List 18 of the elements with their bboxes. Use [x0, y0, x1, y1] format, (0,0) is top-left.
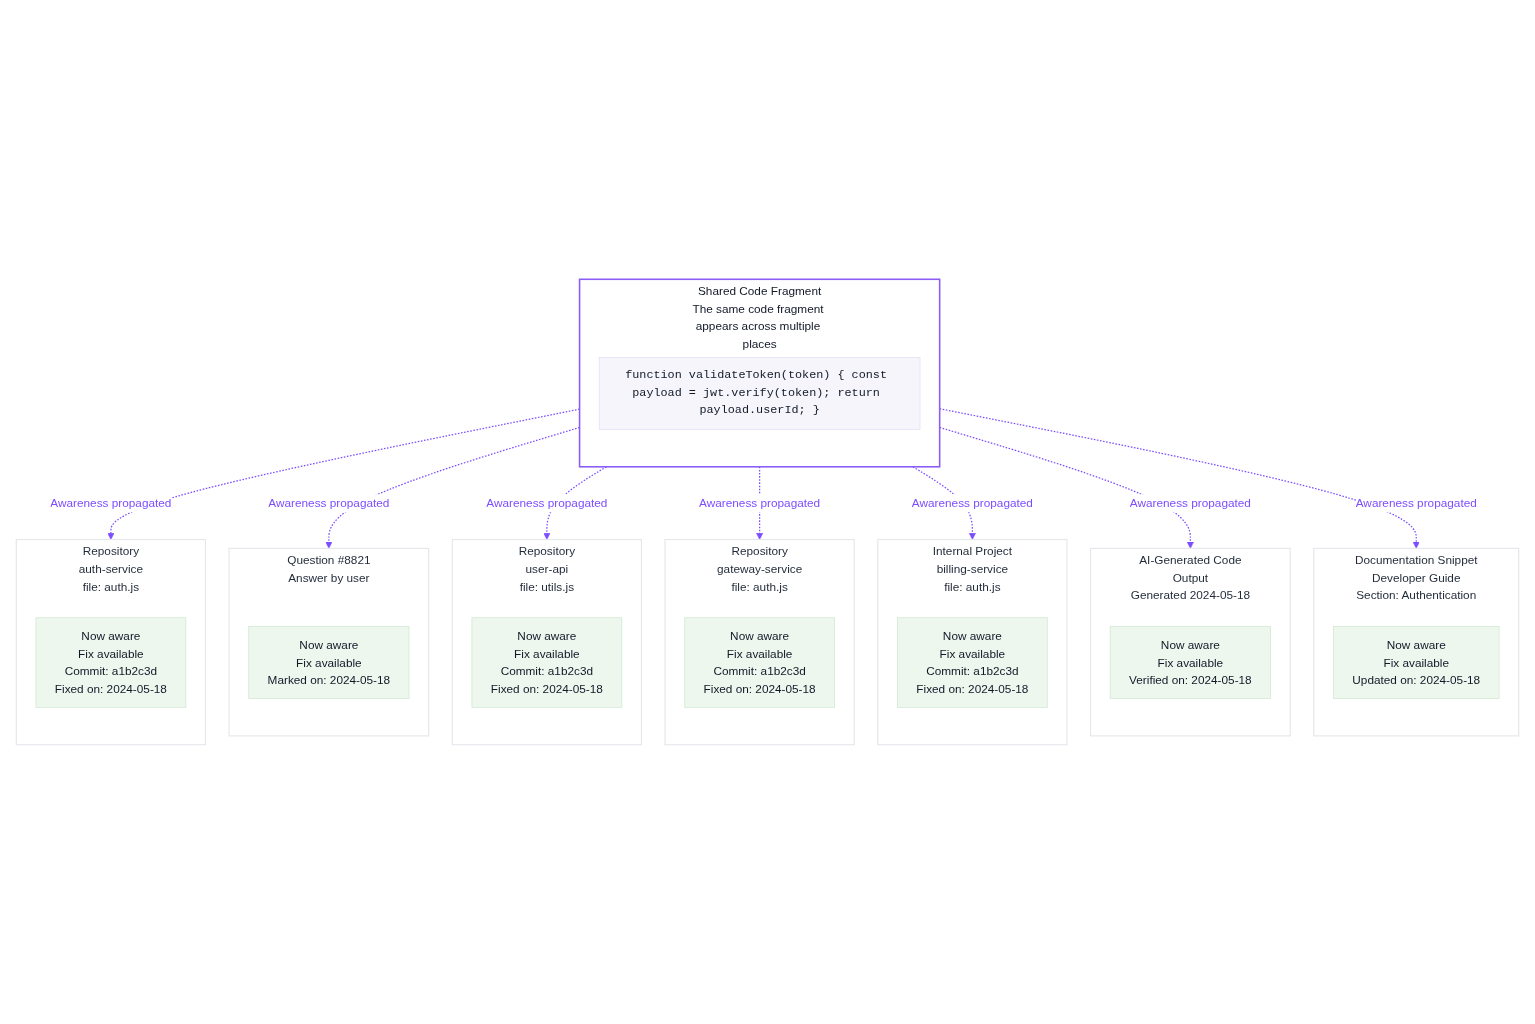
- node-box: function validateToken(token) { const payload = jwt.verify(token); return payload.userId; }: [598, 357, 921, 430]
- arrow: [543, 466, 607, 540]
- node-box: Now aware Fix available Updated on: 2024-05-18: [1333, 626, 1500, 699]
- edge-label: Awareness propagated: [911, 495, 1033, 510]
- node-box: Now aware Fix available Commit: a1b2c3d Fixed on: 2024-05-18: [471, 617, 623, 708]
- node-box: Now aware Fix available Verified on: 2024-05-18: [1109, 626, 1271, 699]
- node-box: Now aware Fix available Commit: a1b2c3d Fixed on: 2024-05-18: [684, 617, 835, 708]
- edge-label: Awareness propagated: [50, 495, 172, 510]
- arrow: [939, 426, 1194, 549]
- edge-label: Awareness propagated: [486, 495, 608, 510]
- edge-label: Awareness propagated: [1129, 495, 1251, 510]
- edge-label: Awareness propagated: [1355, 495, 1477, 510]
- node-box: Now aware Fix available Marked on: 2024-05-18: [248, 626, 410, 699]
- edge-label: Awareness propagated: [699, 495, 821, 510]
- node-box: Now aware Fix available Commit: a1b2c3d Fixed on: 2024-05-18: [35, 617, 187, 708]
- edge-label: Awareness propagated: [268, 495, 390, 510]
- node-box: Now aware Fix available Commit: a1b2c3d Fixed on: 2024-05-18: [897, 617, 1048, 708]
- arrow: [939, 408, 1420, 549]
